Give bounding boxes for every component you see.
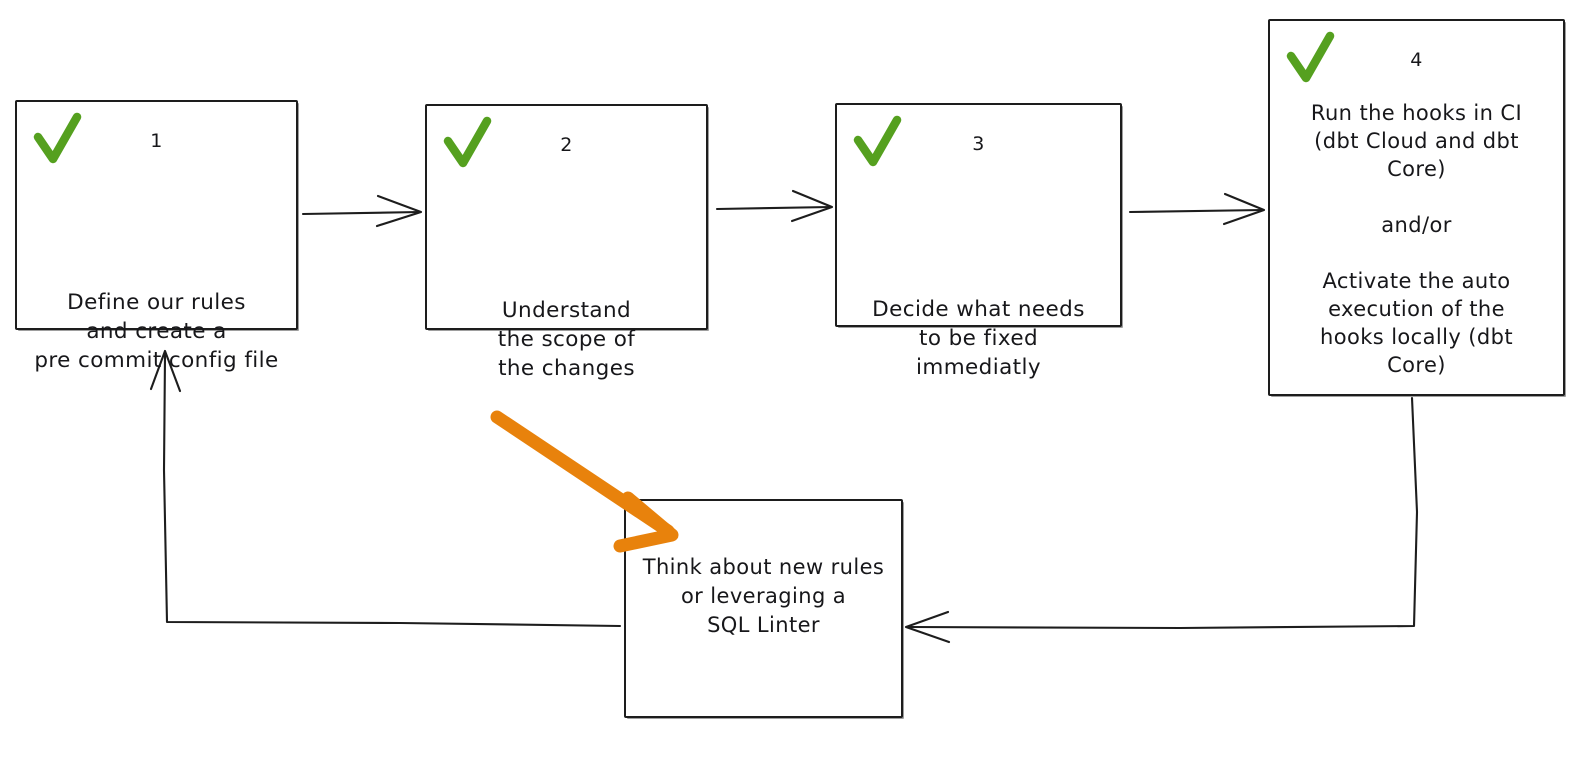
edge-step4-loopbox [904,396,1419,644]
flow-node-step-4-inner: 4 Run the hooks in CI (dbt Cloud and dbt… [1270,21,1563,394]
edge-step2-step3 [715,189,834,223]
step-number-4: 4 [1410,49,1423,71]
green-checkmark-icon [33,112,82,164]
flow-node-loop-box[interactable]: Think about new rules or leveraging a SQ… [624,499,903,718]
flow-node-loop-box-inner: Think about new rules or leveraging a SQ… [626,501,901,716]
step-text-2: Understand the scope of the changes [497,298,636,381]
step-number-1: 1 [150,130,163,152]
edge-step3-step4 [1128,192,1266,226]
flow-node-step-2-inner: 2 Understand the scope of the changes [427,106,706,381]
flow-node-step-3-inner: 3 Decide what needs to be fixed immediat… [837,105,1120,380]
edge-step1-step2 [301,194,423,228]
flow-node-step-1-inner: 1 Define our rules and create a pre comm… [17,102,296,373]
edge-loopbox-step1 [149,349,622,628]
step-number-2: 2 [560,134,573,156]
green-checkmark-icon [1286,31,1335,83]
flow-node-step-2[interactable]: 2 Understand the scope of the changes [425,104,708,381]
green-checkmark-icon [443,116,492,168]
flow-node-step-4[interactable]: 4 Run the hooks in CI (dbt Cloud and dbt… [1268,19,1565,396]
loop-box-text: Think about new rules or leveraging a SQ… [642,555,885,637]
step-number-3: 3 [972,133,985,155]
flow-node-step-1[interactable]: 1 Define our rules and create a pre comm… [15,100,298,373]
step-text-3: Decide what needs to be fixed immediatly [872,297,1085,380]
step-text-4: Run the hooks in CI (dbt Cloud and dbt C… [1310,101,1523,377]
flow-node-step-3[interactable]: 3 Decide what needs to be fixed immediat… [835,103,1122,380]
green-checkmark-icon [853,115,902,167]
step-text-1: Define our rules and create a pre commit… [34,290,279,373]
